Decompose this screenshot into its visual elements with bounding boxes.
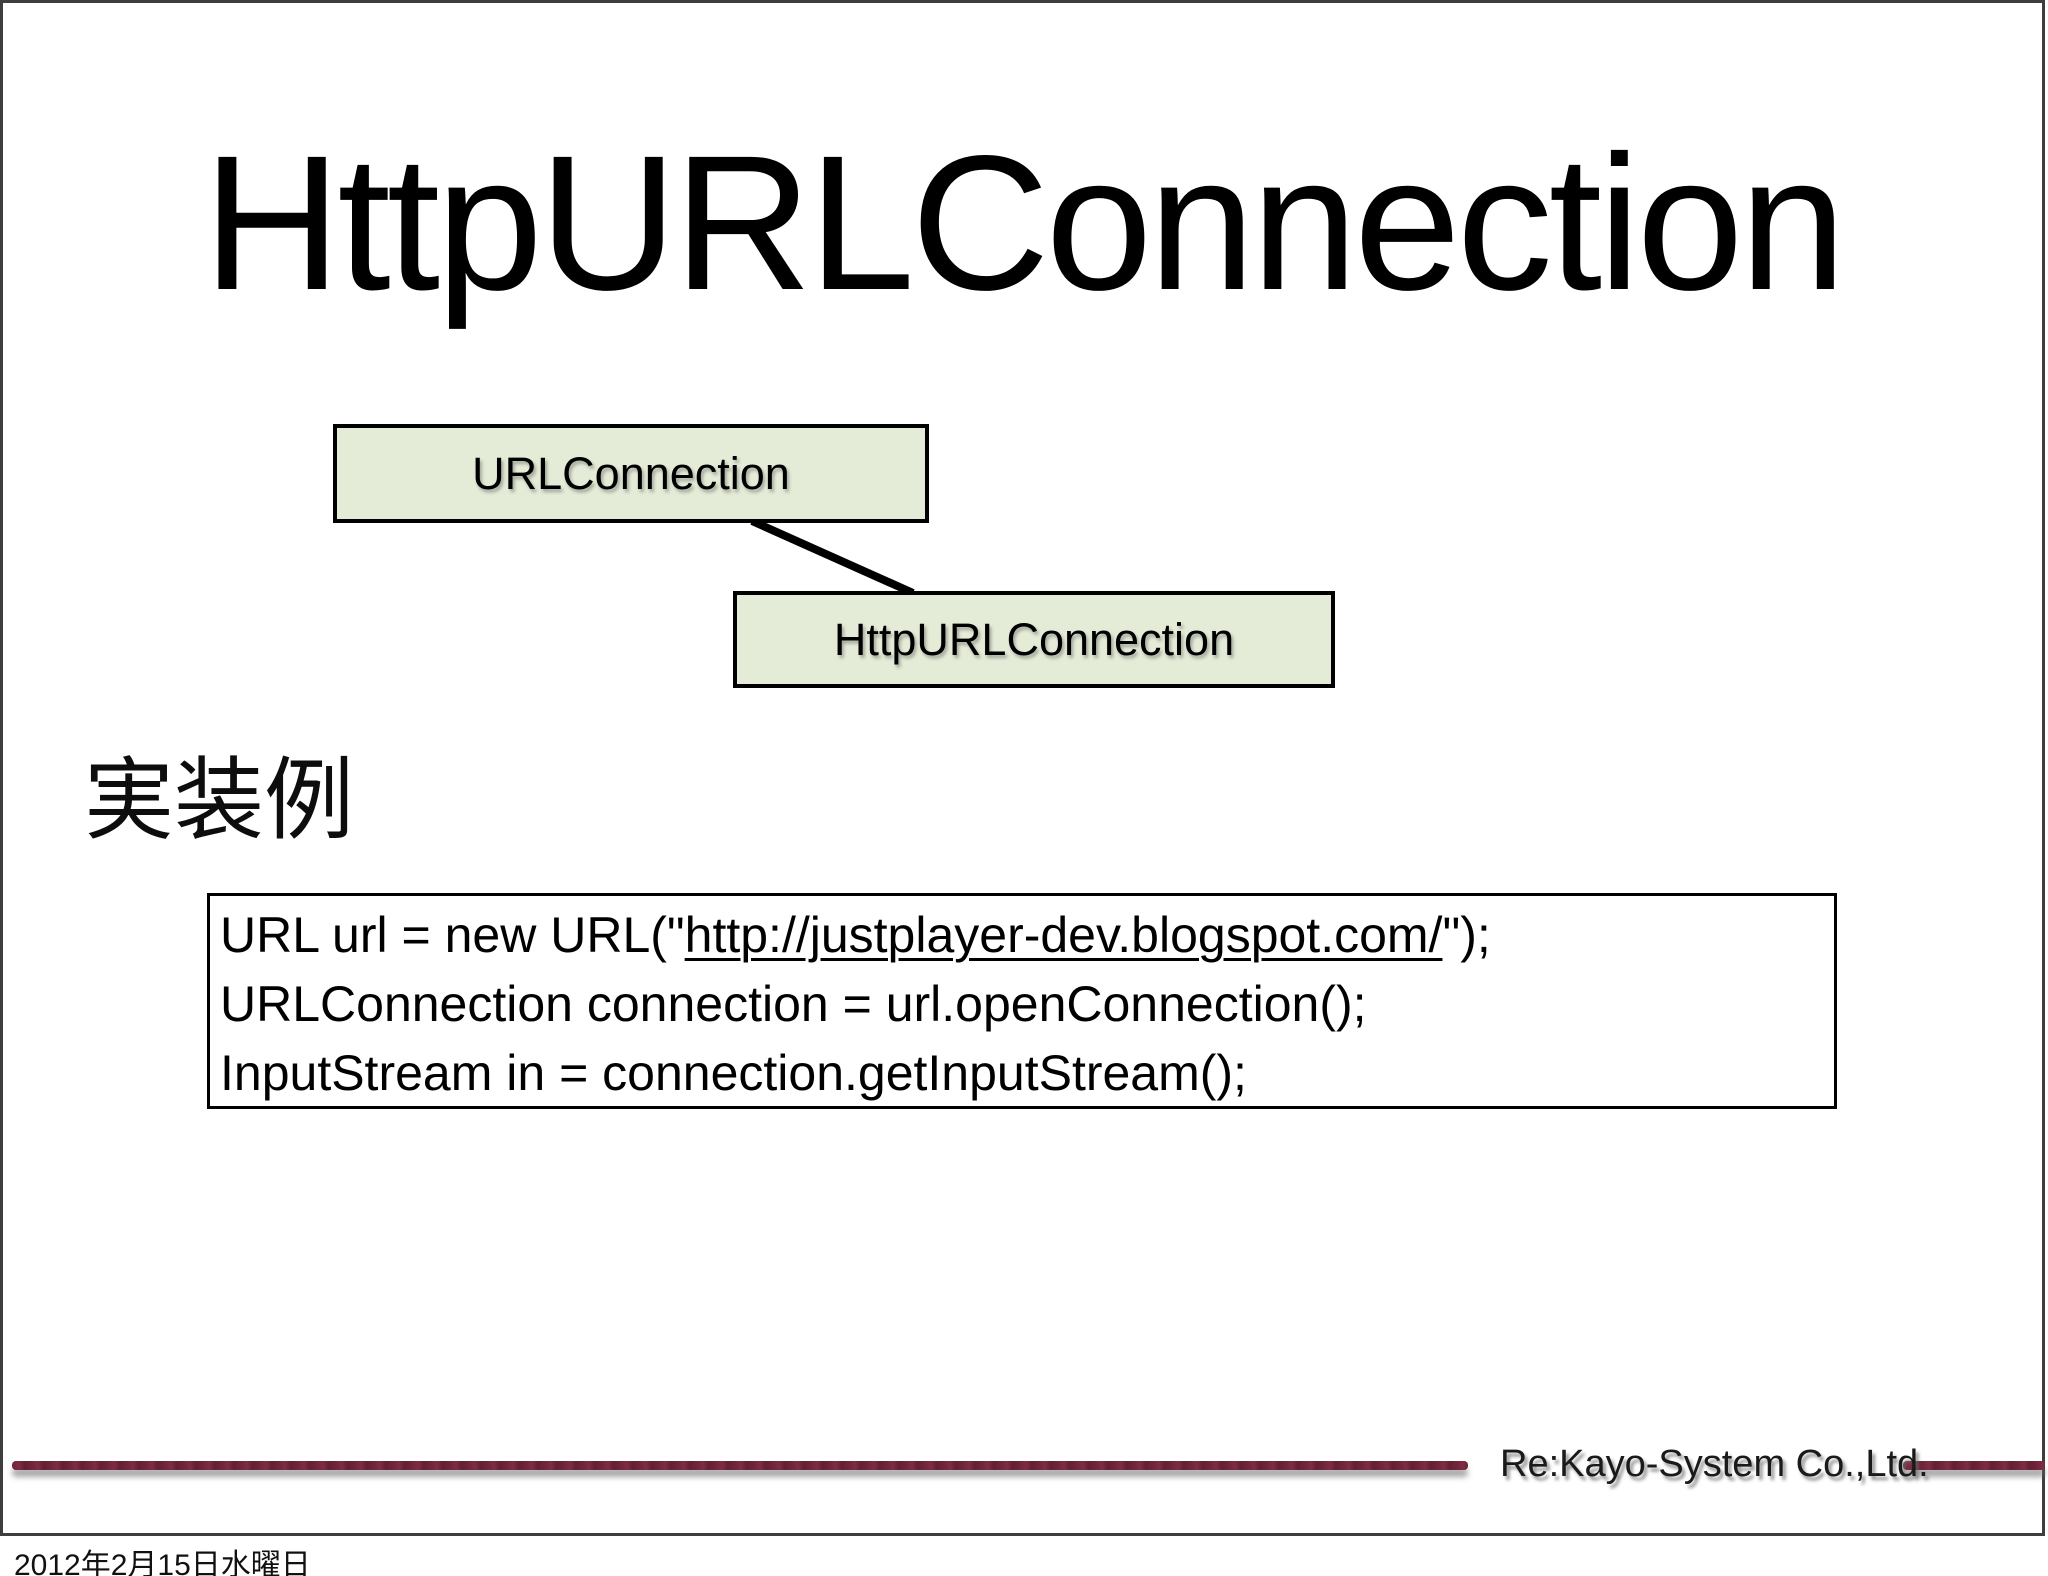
company-name: Re:Kayo-System Co.,Ltd. — [1500, 1443, 1929, 1485]
footer-accent-rule-right — [1903, 1461, 2045, 1470]
code-line-1-suffix: "); — [1442, 907, 1491, 963]
slide-frame — [0, 0, 2045, 1536]
code-line-2: URLConnection connection = url.openConne… — [220, 976, 1367, 1032]
code-line-3: InputStream in = connection.getInputStre… — [220, 1045, 1247, 1101]
code-line-1: URL url = new URL("http://justplayer-dev… — [220, 901, 1826, 970]
page-title: HttpURLConnection — [202, 115, 1847, 330]
date-label: 2012年2月15日水曜日 — [14, 1549, 311, 1576]
httpurlconnection-class-box: HttpURLConnection — [733, 591, 1335, 688]
code-line-1-prefix: URL url = new URL(" — [220, 907, 685, 963]
urlconnection-class-label: URLConnection — [472, 447, 790, 499]
urlconnection-class-box: URLConnection — [333, 424, 929, 523]
section-heading: 実装例 — [84, 751, 354, 851]
httpurlconnection-class-label: HttpURLConnection — [833, 613, 1235, 665]
footer-accent-rule-left — [12, 1461, 1468, 1470]
code-sample-box: URL url = new URL("http://justplayer-dev… — [207, 893, 1837, 1109]
blog-url-link[interactable]: http://justplayer-dev.blogspot.com/ — [684, 907, 1443, 963]
